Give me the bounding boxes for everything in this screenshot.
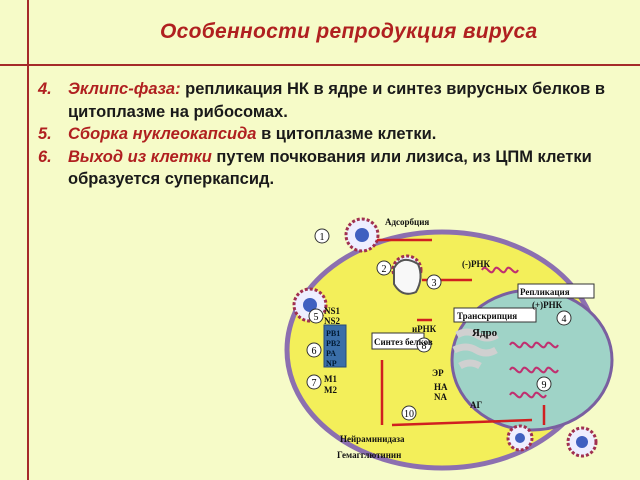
- label-ag: АГ: [470, 400, 482, 410]
- label-mrna: иРНК: [412, 324, 437, 334]
- virion-icon: [344, 217, 380, 253]
- virus-reproduction-diagram: 1 2 3 4 5 6 7 8 9 10 Адсорбция (-)РНК Ре…: [284, 217, 614, 471]
- label-er: ЭР: [432, 368, 444, 378]
- transcription-box: [453, 307, 537, 323]
- item-text: в цитоплазме клетки.: [256, 125, 437, 143]
- step-marker: 8: [416, 337, 432, 353]
- process-arrows: [377, 238, 546, 427]
- item-text: репликация НК в ядре и синтез вирусных б…: [68, 80, 606, 121]
- label-ha: HA: [434, 382, 448, 392]
- list-item: 5. Сборка нуклеокапсида в цитоплазме клет…: [38, 123, 618, 146]
- step-marker: 6: [306, 342, 322, 358]
- label-neuraminidase: Нейраминидаза: [340, 434, 405, 444]
- label-nucleus: Ядро: [472, 327, 498, 339]
- label-hemagglutinin: Гемагглютинин: [337, 450, 401, 460]
- step-marker: 1: [314, 228, 330, 244]
- label-m1: M1: [324, 374, 337, 384]
- list-item: 6. Выход из клетки путем почкования или л…: [38, 146, 618, 191]
- left-border-line: [27, 0, 29, 480]
- label-pa: PA: [326, 349, 336, 358]
- virion-icon: [506, 424, 534, 452]
- er-icon: [452, 328, 499, 370]
- item-text: путем почкования или лизиса, из ЦПМ клет…: [68, 147, 592, 189]
- step-number: 10: [404, 409, 414, 420]
- item-term: Сборка нуклеокапсида: [68, 125, 257, 143]
- label-transcription: Транскрипция: [457, 311, 517, 321]
- header-divider-line: [0, 64, 640, 66]
- label-ns1: NS1: [324, 306, 341, 316]
- label-pb2: PB2: [326, 339, 340, 348]
- step-marker: 2: [376, 260, 392, 276]
- step-number: 5: [314, 312, 319, 323]
- step-number: 7: [312, 378, 317, 389]
- step-marker: 10: [401, 405, 417, 421]
- item-number: 4.: [38, 80, 52, 98]
- label-protein-synthesis: Синтез белков: [374, 337, 433, 347]
- list-item: 4. Эклипс-фаза: репликация НК в ядре и си…: [38, 78, 618, 123]
- label-np: NP: [326, 359, 337, 368]
- item-number: 6.: [38, 147, 52, 166]
- step-marker: 4: [556, 310, 572, 326]
- step-number: 4: [562, 314, 567, 325]
- item-term: Эклипс-фаза:: [68, 80, 181, 98]
- label-neg-rna: (-)РНК: [462, 259, 490, 269]
- label-m2: M2: [324, 385, 337, 395]
- label-pos-rna: (+)РНК: [532, 300, 563, 310]
- slide-title: Особенности репродукция вируса: [160, 20, 538, 43]
- item-number: 5.: [38, 125, 52, 143]
- step-number: 9: [542, 380, 547, 391]
- step-marker: 7: [306, 374, 322, 390]
- protein-panel: [323, 324, 347, 368]
- label-pb1: PB1: [326, 329, 340, 338]
- step-markers: 1 2 3 4 5 6 7 8 9 10: [306, 228, 572, 421]
- label-ns2: NS2: [324, 316, 341, 326]
- item-term: Выход из клетки: [68, 147, 212, 166]
- step-marker: 9: [536, 376, 552, 392]
- step-number: 1: [320, 232, 325, 243]
- step-marker: 3: [426, 274, 442, 290]
- endosome-icon: [393, 258, 422, 295]
- label-na: NA: [434, 392, 447, 402]
- step-number: 6: [312, 346, 317, 357]
- label-adsorption: Адсорбция: [385, 217, 429, 227]
- step-number: 2: [382, 264, 387, 275]
- step-number: 3: [432, 278, 437, 289]
- replication-box: [517, 283, 595, 299]
- stages-list: 4. Эклипс-фаза: репликация НК в ядре и си…: [38, 78, 618, 191]
- label-replication: Репликация: [520, 287, 570, 297]
- rna-coil-icon: [481, 266, 559, 399]
- step-number: 8: [422, 341, 427, 352]
- virion-icon: [566, 426, 598, 458]
- step-marker: 5: [308, 308, 324, 324]
